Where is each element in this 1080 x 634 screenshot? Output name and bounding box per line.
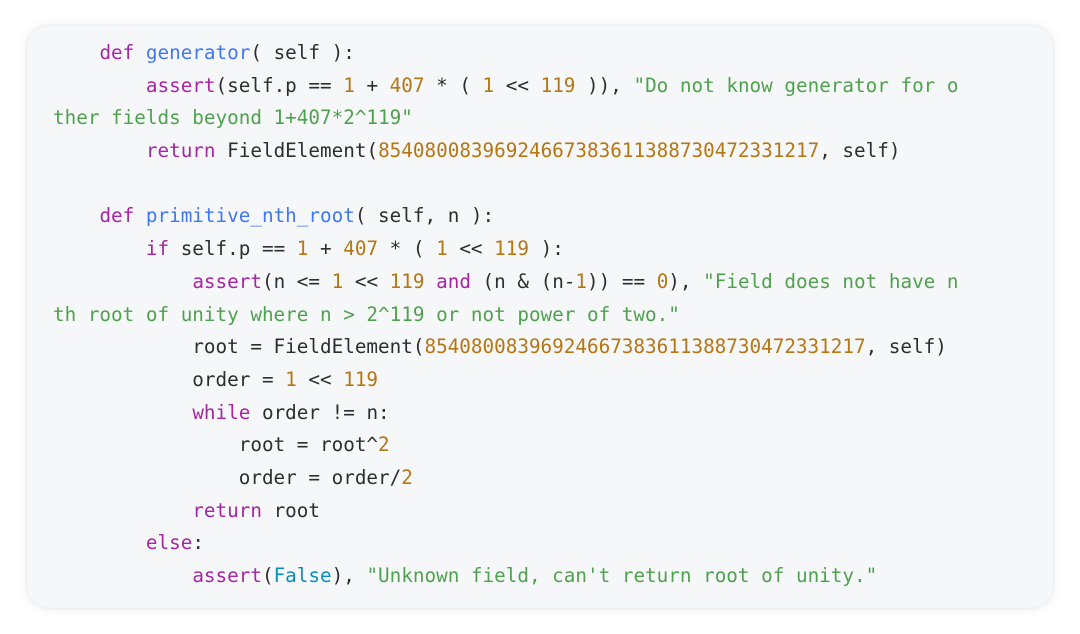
code-text: )) == [587, 269, 657, 293]
code-keyword: return [145, 139, 216, 163]
code-text: ): [528, 237, 564, 261]
code-line: assert(n <= 1 << 119 and (n & (n-1)) == … [53, 266, 959, 299]
code-text [53, 270, 192, 293]
code-text: root = root^ [53, 433, 379, 457]
code-text: order = [53, 367, 286, 391]
code-text: root = FieldElement( [53, 335, 425, 359]
code-text [134, 41, 146, 64]
code-number: 119 [540, 73, 576, 97]
code-line: ther fields beyond 1+407*2^119" [53, 102, 959, 135]
code-line: th root of unity where n > 2^119 or not … [53, 299, 959, 332]
code-keyword: else [145, 531, 193, 555]
code-number: 407 [343, 237, 379, 261]
code-text: , self) [819, 139, 901, 163]
code-text [53, 401, 192, 424]
code-text: FieldElement( [215, 139, 379, 163]
code-text: order = order/ [53, 465, 402, 489]
code-number: 1 [343, 73, 355, 97]
code-keyword: def [99, 41, 135, 64]
code-text: (self.p == [215, 73, 344, 97]
code-string: "Do not know generator for o [633, 73, 959, 97]
code-number: 119 [389, 269, 425, 293]
code-line: def primitive_nth_root( self, n ): [53, 200, 959, 233]
code-number: 0 [656, 269, 669, 293]
code-line: order = order/2 [53, 462, 959, 495]
code-keyword: def [99, 204, 135, 228]
code-text: * ( [378, 237, 437, 261]
code-number: 2 [401, 465, 413, 489]
code-text: , self) [865, 335, 947, 359]
code-number: 119 [494, 237, 529, 261]
code-line: return FieldElement(85408008396924667383… [53, 135, 959, 168]
code-line: if self.p == 1 + 407 * ( 1 << 119 ): [53, 233, 959, 266]
code-text [53, 531, 146, 554]
code-text: ), [331, 564, 367, 587]
code-number: 407 [389, 73, 425, 97]
code-text: << [494, 73, 541, 97]
code-keyword: return [192, 498, 262, 522]
code-text [53, 499, 192, 522]
code-text: ( [261, 564, 274, 587]
code-text [53, 204, 99, 227]
code-line: def generator( self ): [53, 37, 959, 70]
code-text: + [354, 73, 390, 97]
code-line: assert(False), "Unknown field, can't ret… [53, 560, 959, 593]
code-line [53, 168, 959, 201]
code-number: 1 [331, 269, 344, 293]
code-line: order = 1 << 119 [53, 364, 959, 397]
code-function-name: primitive_nth_root [145, 204, 355, 228]
code-text: ), [668, 269, 704, 293]
code-function-name: generator [145, 41, 251, 64]
code-listing: def generator( self ): assert(self.p == … [53, 37, 959, 593]
code-number: 1 [482, 73, 495, 97]
code-text [53, 564, 192, 587]
code-string: ther fields beyond 1+407*2^119" [53, 106, 413, 130]
code-string: "Field does not have n [703, 269, 959, 293]
code-keyword: if [145, 237, 170, 261]
code-keyword: and [436, 269, 471, 293]
code-text: self.p == [169, 237, 297, 261]
code-keyword: while [192, 400, 251, 424]
code-text: (n & (n- [470, 269, 576, 293]
code-number: 1 [436, 237, 448, 261]
code-text: << [447, 237, 495, 261]
code-text: order != n: [250, 400, 390, 424]
code-line: assert(self.p == 1 + 407 * ( 1 << 119 ))… [53, 70, 959, 103]
code-keyword: assert [192, 269, 262, 293]
code-block: def generator( self ): assert(self.p == … [27, 26, 1053, 608]
code-number: 85408008396924667383611388730472331217 [378, 139, 820, 163]
code-line: root = root^2 [53, 429, 959, 462]
code-line: else: [53, 527, 959, 560]
code-text: << [343, 269, 390, 293]
code-line: while order != n: [53, 397, 959, 430]
code-text [53, 139, 146, 162]
code-text: : [192, 531, 204, 555]
code-number: 2 [378, 433, 390, 457]
code-number: 1 [296, 237, 309, 261]
code-text [134, 204, 146, 227]
code-number: 119 [343, 367, 379, 391]
code-text: root [261, 498, 321, 522]
code-number: 1 [575, 269, 588, 293]
code-string: "Unknown field, can't return root of uni… [366, 564, 878, 587]
code-text: )), [575, 73, 634, 97]
code-text [53, 237, 146, 260]
code-text: << [296, 367, 344, 391]
code-text: + [308, 237, 344, 261]
code-keyword: assert [192, 564, 262, 587]
code-line: return root [53, 495, 959, 528]
code-text [53, 74, 146, 97]
code-string: th root of unity where n > 2^119 or not … [53, 302, 680, 326]
code-text [53, 41, 99, 64]
code-text: ( self, n ): [354, 204, 495, 228]
code-text: ( self ): [250, 41, 355, 64]
code-text: * ( [424, 73, 483, 97]
code-builtin: False [273, 564, 332, 587]
code-keyword: assert [145, 73, 216, 97]
code-text: (n <= [261, 269, 332, 293]
code-number: 1 [285, 367, 297, 391]
code-number: 85408008396924667383611388730472331217 [424, 335, 866, 359]
code-text [425, 270, 437, 293]
code-line: root = FieldElement(85408008396924667383… [53, 331, 959, 364]
